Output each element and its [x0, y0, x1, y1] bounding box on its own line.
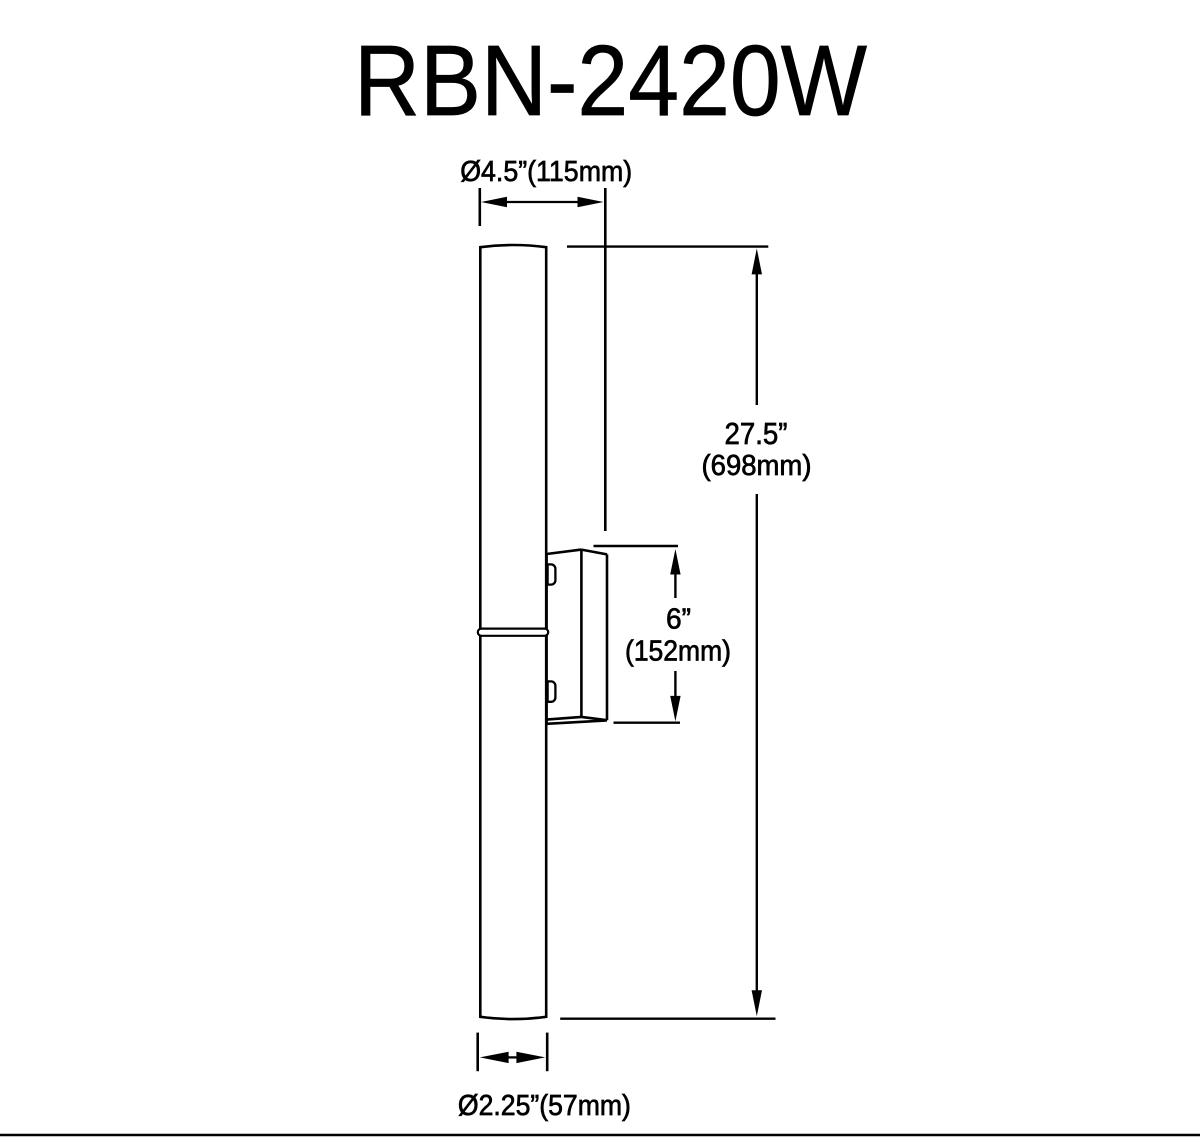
svg-text:RBN-2420W: RBN-2420W: [354, 25, 868, 137]
svg-text:(152mm): (152mm): [625, 636, 731, 668]
svg-text:6”: 6”: [666, 604, 691, 636]
svg-text:27.5”: 27.5”: [725, 417, 788, 451]
svg-text:Ø4.5”(115mm): Ø4.5”(115mm): [460, 156, 632, 188]
svg-text:(698mm): (698mm): [702, 450, 812, 482]
svg-text:Ø2.25”(57mm): Ø2.25”(57mm): [458, 1090, 631, 1122]
